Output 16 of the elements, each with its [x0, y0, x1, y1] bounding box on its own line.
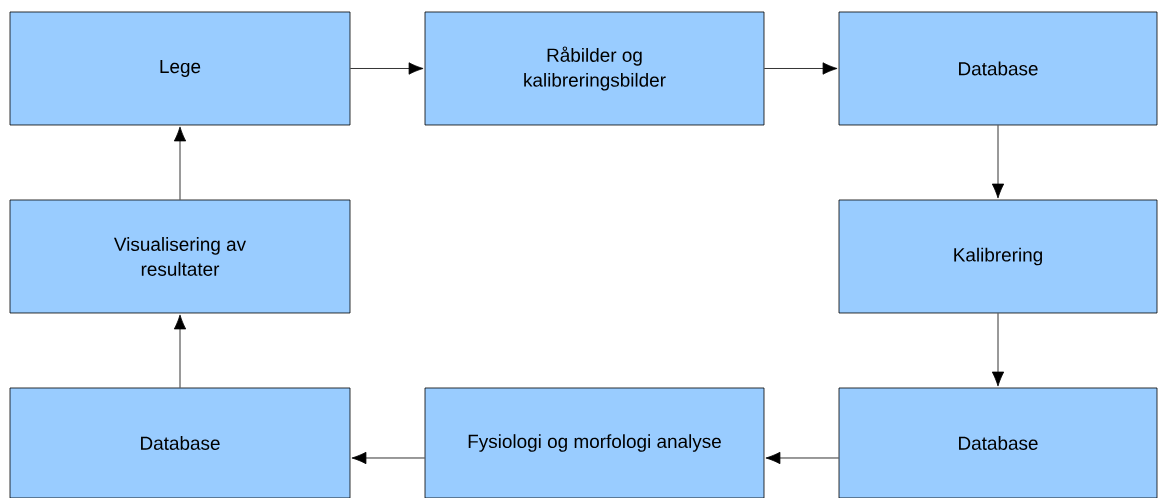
arrow — [991, 313, 1005, 387]
process-box: Database — [838, 11, 1158, 126]
arrow — [173, 314, 187, 388]
arrow — [173, 126, 187, 200]
process-box: Kalibrering — [838, 199, 1158, 314]
arrow — [991, 125, 1005, 199]
process-box: Råbilder og kalibreringsbilder — [424, 11, 765, 126]
process-box: Fysiologi og morfologi analyse — [424, 387, 765, 498]
arrow — [351, 451, 425, 465]
arrow — [350, 62, 424, 75]
process-box: Visualisering av resultater — [9, 199, 351, 314]
arrow — [765, 451, 839, 465]
arrow — [764, 62, 838, 75]
process-box: Database — [838, 387, 1158, 498]
process-box: Lege — [9, 11, 351, 126]
process-box: Database — [9, 387, 351, 498]
